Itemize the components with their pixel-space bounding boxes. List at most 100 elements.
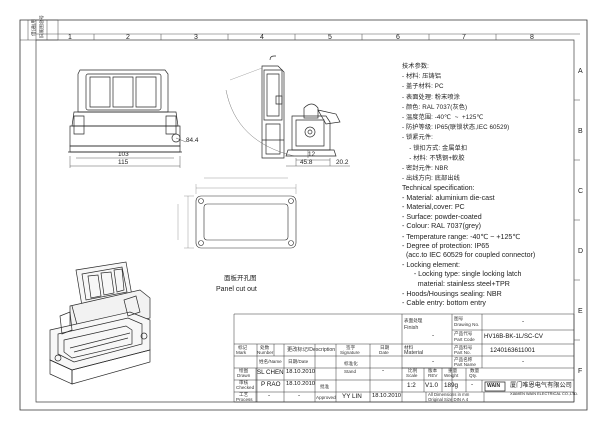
zone-letter-c: C: [578, 188, 584, 195]
approved-label-en: Approved: [316, 395, 336, 400]
specs-en-line: material: stainless steel+TPR: [402, 279, 510, 288]
date-label-cn: 日期: [380, 345, 390, 350]
weight-label-en: Weight: [444, 373, 459, 378]
zone-number-7: 7: [462, 34, 466, 41]
finish-label-cn: 表面处理: [404, 318, 423, 323]
specs-en-line: - Colour: RAL 7037(grey): [402, 222, 481, 231]
part-code-label-en: Part Code: [454, 337, 475, 342]
company-logo: WAIN: [487, 383, 501, 389]
signature-label-cn: 签字: [346, 345, 356, 350]
process-name: -: [268, 392, 271, 399]
rev-label-en: REV: [428, 373, 438, 378]
specs-cn-line: - 盖子材料: PC: [402, 83, 444, 91]
zone-number-1: 1: [68, 34, 72, 41]
name-col-label: 姓名/Name: [259, 359, 282, 364]
dimension-note-size: Original Size DIN A 4: [428, 397, 469, 402]
company-logo-mark: [485, 382, 505, 391]
zone-letter-f: F: [578, 368, 583, 375]
mark-label-en: Mark: [236, 350, 247, 355]
part-name-label-en: Part Name: [454, 362, 476, 367]
company-name-en: XIAMEN WAIN ELECTRICAL CO.,LTD.: [510, 391, 579, 396]
dim-front-height: 84.4: [186, 137, 199, 144]
scale-value: 1:2: [407, 382, 416, 389]
process-date: -: [298, 392, 301, 399]
specs-cn-line: - 锁紧元件:: [402, 134, 433, 142]
specs-cn-heading: 技术参数:: [402, 63, 429, 70]
specs-en-line: - Cable entry: bottom entry: [402, 299, 486, 308]
specs-cn-line: - 颜色: RAL 7037(灰色): [402, 103, 468, 111]
specs-en-line: - Surface: powder-coated: [402, 212, 482, 221]
rotation-arc: [226, 90, 294, 156]
approved-name: YY LIN: [342, 393, 362, 400]
specs-cn-line: - 锁扣方式: 金属单扣: [402, 144, 468, 152]
qty-label-cn: 数量: [470, 368, 480, 373]
specs-cn-line: - 温度范围: -40℃ ~ +125℃: [402, 113, 484, 121]
zone-number-3: 3: [194, 34, 198, 41]
specs-en-line: - Temperature range: -40℃ ~ +125℃: [402, 232, 521, 241]
qty-value: -: [471, 381, 474, 388]
specs-en-heading: Technical specification:: [402, 184, 475, 192]
specs-cn-line: - 材料: 不锈钢+軟胶: [402, 154, 465, 162]
part-name-value: -: [522, 358, 525, 365]
part-no-label-en: Part No.: [454, 350, 471, 355]
specs-en-line: (acc.to IEC 60529 for coupled connector): [402, 251, 536, 260]
process-label-cn: 工艺: [239, 392, 249, 397]
zone-number-5: 5: [328, 34, 332, 41]
title-block: [234, 314, 574, 402]
isometric-view: [50, 262, 150, 384]
dim-front-inner-width: 103: [118, 151, 129, 158]
zone-letter-d: D: [578, 248, 584, 255]
dim-front-outer-width: 115: [118, 159, 129, 166]
panel-cutout-dims: [178, 178, 296, 248]
approved-date: 18.10.2010: [372, 393, 402, 399]
part-code-value: HV16B-BK-1L/SC-CV: [484, 333, 543, 340]
checked-date: 18.10.2010: [286, 381, 316, 387]
description-label: 更改标记/Description: [287, 347, 336, 353]
front-dim-lines: [70, 138, 186, 168]
company-name-cn: 厦门唯恩电气有限公司: [510, 382, 572, 389]
finish-label-en: Finish: [404, 325, 419, 331]
weight-label-cn: 重量: [448, 368, 458, 373]
dimension-note-units: All Dimensions in mm: [428, 392, 470, 397]
zone-number-6: 6: [396, 34, 400, 41]
zone-number-4: 4: [260, 34, 264, 41]
corner-label-2: 旧底图总号: [39, 15, 44, 38]
specs-chinese: 技术参数: - 材料: 压铸铝 - 盖子材料: PC - 表面处理: 粉末喷涂 …: [402, 61, 509, 183]
checked-name: P RAO: [261, 381, 281, 388]
approved-label-cn: 批准: [320, 384, 330, 389]
zone-letter-b: B: [578, 128, 583, 135]
side-view-open: [262, 56, 284, 158]
zone-letter-e: E: [578, 308, 583, 315]
drawn-name: SL CHEN: [257, 369, 284, 376]
drawn-label-cn: 绘图: [239, 368, 249, 373]
zone-number-2: 2: [126, 34, 130, 41]
specs-en-line: - Degree of protection: IP65: [402, 241, 490, 250]
drawing-no-label-cn: 图号: [454, 316, 464, 321]
stand-label-en: Stand: [344, 369, 357, 374]
part-code-label-cn: 产品代号: [454, 331, 473, 336]
drawing-no-value: -: [522, 318, 525, 325]
panel-cutout-label-cn: 面板开孔图: [224, 275, 257, 282]
stand-value: -: [382, 367, 385, 374]
specs-cn-line: - 出线方向: 底部出线: [402, 175, 460, 183]
front-view: [68, 70, 182, 152]
specs-cn-line: - 表面处理: 粉末喷涂: [402, 93, 460, 101]
qty-label-en: Qty.: [469, 373, 478, 378]
rev-value: V1.0: [425, 382, 438, 389]
zone-ticks-right: [574, 100, 580, 340]
part-no-value: 1240163611001: [490, 347, 536, 354]
checked-label-cn: 审核: [239, 380, 249, 385]
specs-en-line: - Locking element:: [402, 260, 460, 269]
mark-label-cn: 标记: [238, 345, 248, 350]
stand-label-cn: 标准化: [344, 361, 358, 366]
panel-cutout-view: [196, 196, 296, 248]
checked-label-en: Checked: [236, 385, 255, 390]
side-view-base: [286, 104, 340, 156]
scale-label-en: Scale: [406, 373, 418, 378]
material-value: -: [432, 358, 435, 365]
specs-cn-line: - 防护等级: IP65(联锁状态,IEC 60529): [402, 124, 510, 132]
zone-number-8: 8: [530, 34, 534, 41]
number-label-en: Number: [257, 350, 274, 355]
